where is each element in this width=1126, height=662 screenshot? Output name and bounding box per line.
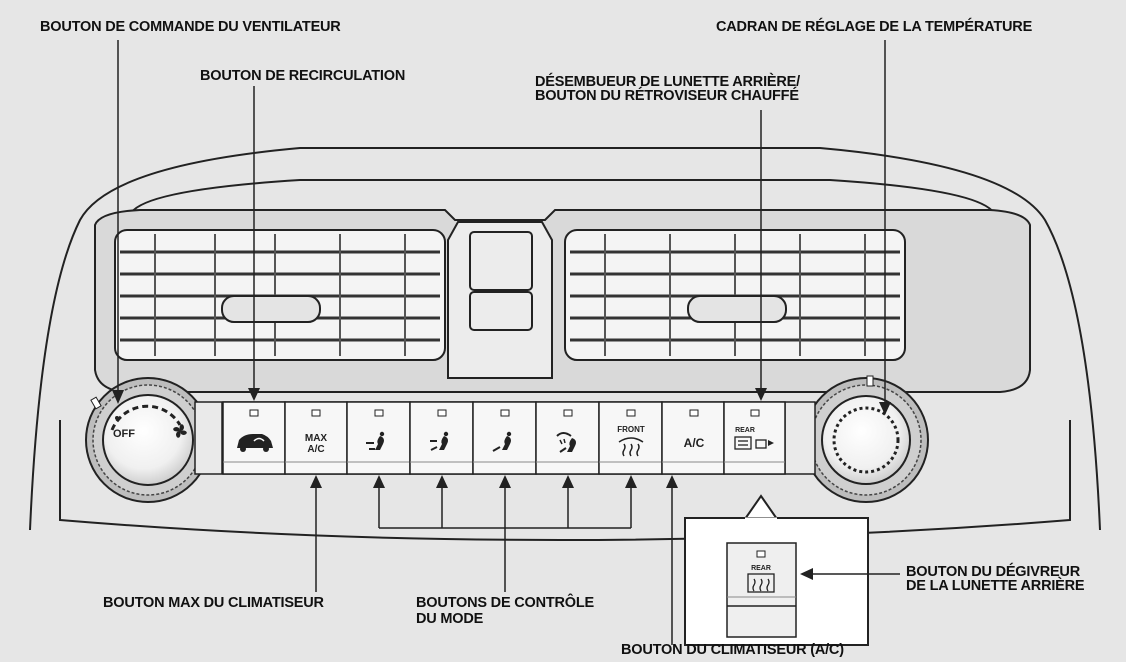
fan-control-knob[interactable]: OFF (85, 377, 211, 503)
rear-defogger-label-line2: BOUTON DU RÉTROVISEUR CHAUFFÉ (535, 88, 799, 104)
mode-button-bilevel[interactable] (409, 401, 474, 475)
rear-defroster-label-line2: DE LA LUNETTE ARRIÈRE (906, 578, 1085, 594)
mode-buttons-label-line1: BOUTONS DE CONTRÔLE (416, 595, 594, 611)
heated-mirror-icon (755, 439, 774, 449)
face-vent-mode-icon (366, 431, 385, 450)
front-defrost-button[interactable]: FRONT (598, 401, 663, 475)
mode-buttons-label-line2: DU MODE (416, 611, 484, 627)
mode-button-floor[interactable] (472, 401, 537, 475)
temperature-dial-label: CADRAN DE RÉGLAGE DE LA TEMPÉRATURE (716, 19, 1033, 35)
ac-button-label: BOUTON DU CLIMATISEUR (A/C) (621, 642, 844, 658)
recirculation-button-label: BOUTON DE RECIRCULATION (200, 68, 406, 84)
inset-rear-defroster-button[interactable]: REAR (726, 542, 797, 638)
rear-defroster-inset: REAR (684, 494, 869, 646)
ac-label: A/C (684, 436, 705, 450)
right-air-vent (564, 229, 906, 361)
rear-defroster-label-line1: BOUTON DU DÉGIVREUR (906, 564, 1080, 580)
fan-control-knob-label: BOUTON DE COMMANDE DU VENTILATEUR (40, 19, 341, 35)
front-label: FRONT (617, 425, 645, 434)
bilevel-mode-icon (430, 431, 449, 451)
rear-defogger-label-line1: DÉSEMBUEUR DE LUNETTE ARRIÈRE/ (535, 74, 800, 90)
center-hazard-module (447, 221, 553, 379)
inset-rear-defrost-icon (747, 573, 775, 593)
max-ac-button-label: BOUTON MAX DU CLIMATISEUR (103, 595, 324, 611)
ac-button[interactable]: A/C (661, 401, 725, 475)
recirculation-button[interactable] (222, 401, 286, 475)
max-ac-button[interactable]: MAX A/C (284, 401, 348, 475)
floor-mode-icon (492, 431, 512, 452)
fan-off-dot (115, 416, 119, 420)
console-outline (59, 420, 1071, 542)
dashboard-outline (29, 147, 1101, 531)
rear-defogger-button[interactable]: REAR (723, 401, 786, 475)
front-defrost-icon (618, 437, 644, 457)
temperature-dial[interactable] (803, 375, 929, 503)
fan-off-label: OFF (113, 428, 135, 440)
rear-label: REAR (735, 427, 755, 434)
leader-lines (112, 40, 900, 645)
left-air-vent (114, 229, 446, 361)
max-label: MAX (305, 433, 328, 444)
rear-defrost-icon (734, 436, 752, 450)
mode-button-vent[interactable] (346, 401, 411, 475)
inset-rear-label: REAR (751, 565, 771, 572)
max-ac-label: A/C (307, 444, 324, 455)
vent-bezel (94, 209, 1031, 393)
floor-defrost-mode-icon (556, 432, 576, 453)
car-recirculation-icon (237, 434, 273, 452)
mode-button-floor-defrost[interactable] (535, 401, 600, 475)
fan-icon (173, 424, 187, 438)
